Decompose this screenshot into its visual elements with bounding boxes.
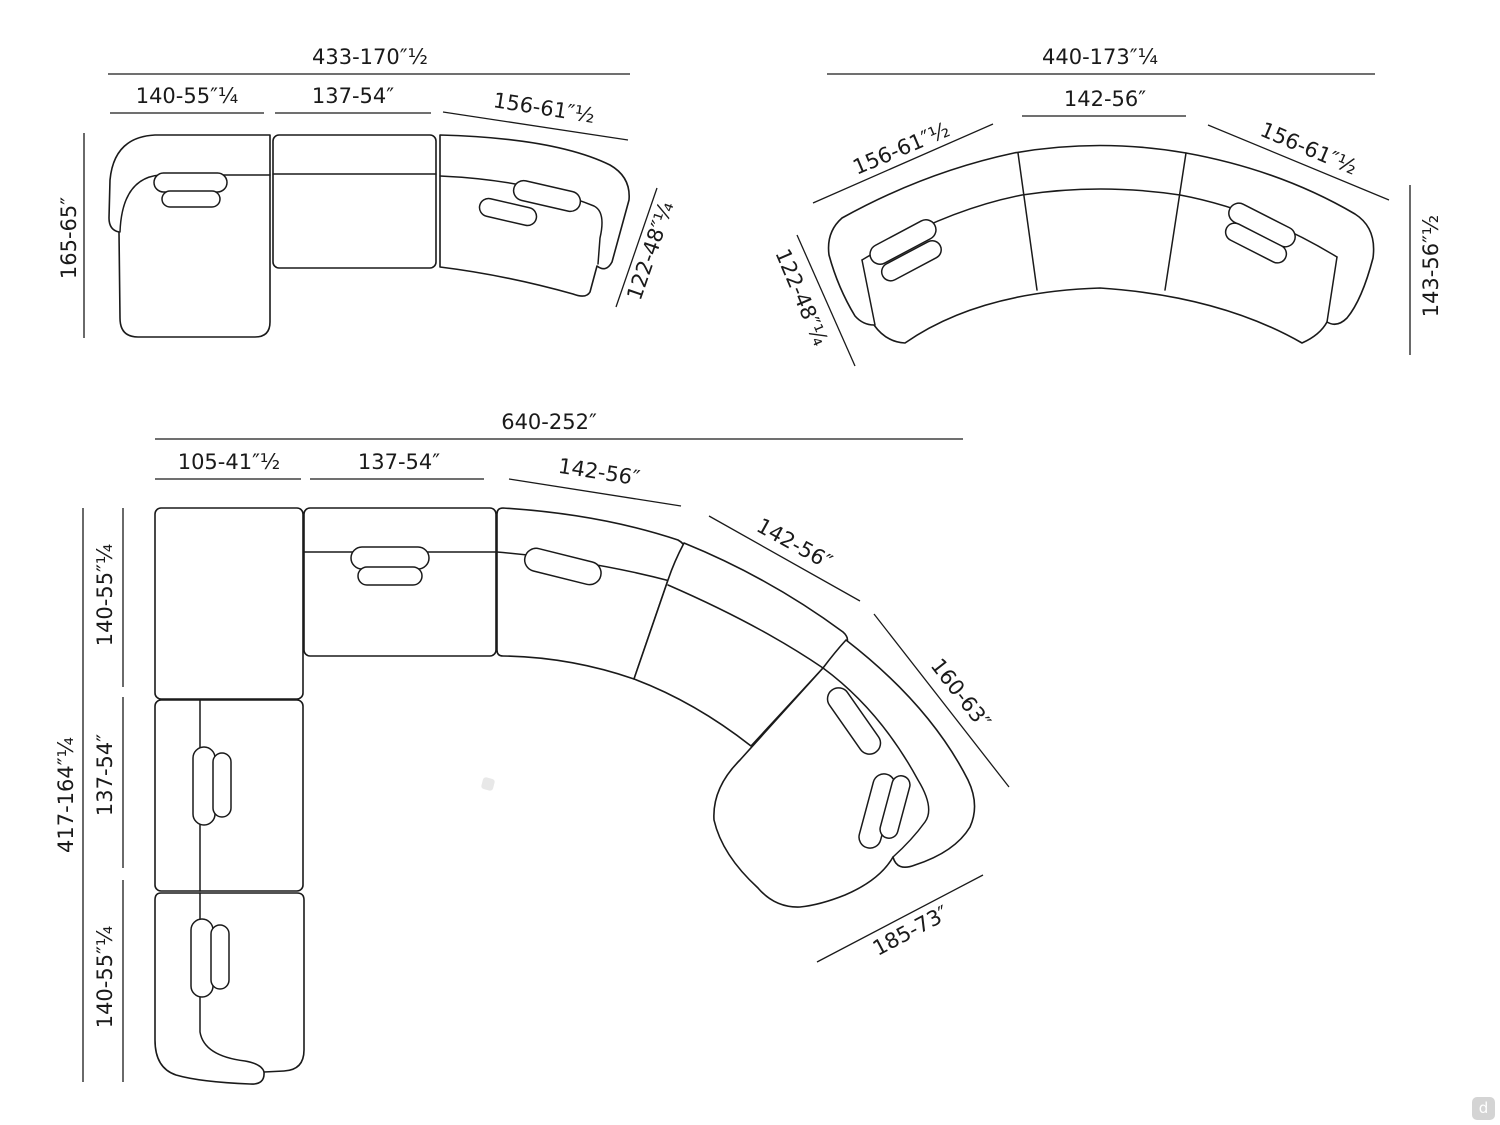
- label-seg-right: 156-61″½: [1257, 117, 1361, 179]
- arm-seam: [861, 259, 876, 326]
- label-depth-right: 122-48″¼: [622, 198, 678, 303]
- module-center: [272, 134, 437, 269]
- label-overall-width: 440-173″¼: [1042, 45, 1158, 69]
- label-top3: 142-56″: [557, 454, 642, 491]
- label-depth-left: 165-65″: [57, 197, 81, 279]
- curved-sofa-body: [827, 144, 1375, 344]
- label-diag2: 185-73″: [869, 901, 953, 961]
- arm-seam: [1326, 256, 1338, 323]
- chaise-backrest-seam: [822, 667, 930, 858]
- module-corner: [154, 507, 304, 700]
- module-seam: [1164, 152, 1187, 291]
- pillow: [212, 752, 232, 818]
- brand-logo: d: [1472, 1097, 1495, 1120]
- label-depth-left: 122-48″¼: [770, 245, 832, 349]
- pillow: [153, 172, 228, 193]
- module-chaise: [108, 134, 271, 338]
- pillow: [512, 179, 582, 213]
- dim-line-seg-right: [1207, 124, 1390, 201]
- pillow: [350, 546, 430, 570]
- curved-backrest-seam: [439, 175, 603, 265]
- pillow: [880, 239, 942, 282]
- backrest-seam: [667, 584, 824, 669]
- module-seam: [1017, 152, 1038, 291]
- pillow: [161, 190, 221, 208]
- pillow: [826, 687, 882, 755]
- dim-line-seg-left: [812, 123, 994, 204]
- pillow: [357, 566, 423, 586]
- label-left2: 137-54″: [93, 734, 117, 816]
- label-seg2: 137-54″: [312, 84, 394, 108]
- dim-line-seg3: [442, 111, 629, 141]
- dim-line-depth-left: [796, 234, 856, 367]
- label-depth-right: 143-56″½: [1419, 215, 1443, 318]
- sofa-bottom: 640-252″ 105-41″½ 137-54″ 142-56″ 142-56…: [54, 410, 1010, 1085]
- label-top4: 142-56″: [753, 513, 837, 574]
- label-overall-width: 433-170″½: [312, 45, 428, 69]
- dim-line-diag2: [816, 874, 984, 963]
- dim-line-top3: [508, 478, 682, 507]
- pillow: [1224, 222, 1288, 264]
- label-overall-height: 417-164″¼: [54, 737, 78, 853]
- sofa-top-right: 440-173″¼ 142-56″ 156-61″½ 156-61″½ 122-…: [770, 45, 1443, 367]
- dim-line-depth-right: [615, 187, 658, 308]
- label-left3: 140-55″¼: [93, 926, 117, 1029]
- label-left1: 140-55″¼: [93, 544, 117, 647]
- pillow: [869, 219, 937, 265]
- pillow: [190, 918, 214, 998]
- chaise-backrest-seam: [199, 892, 265, 1073]
- label-seg1: 140-55″¼: [136, 84, 239, 108]
- pillow: [210, 924, 230, 990]
- dim-line-diag1: [873, 613, 1010, 788]
- pillow: [478, 197, 538, 227]
- label-overall-width: 640-252″: [501, 410, 597, 434]
- pillow: [879, 775, 911, 839]
- small-mark: [481, 777, 495, 791]
- label-top1: 105-41″½: [178, 450, 281, 474]
- module-left-chaise: [154, 892, 305, 1085]
- pillow: [192, 746, 216, 826]
- label-top2: 137-54″: [358, 450, 440, 474]
- sofa-top-left: 433-170″½ 140-55″¼ 137-54″ 156-61″½ 165-…: [57, 45, 678, 338]
- pillow: [523, 547, 602, 586]
- dim-line-top4: [708, 515, 861, 602]
- label-seg-center: 142-56″: [1064, 87, 1146, 111]
